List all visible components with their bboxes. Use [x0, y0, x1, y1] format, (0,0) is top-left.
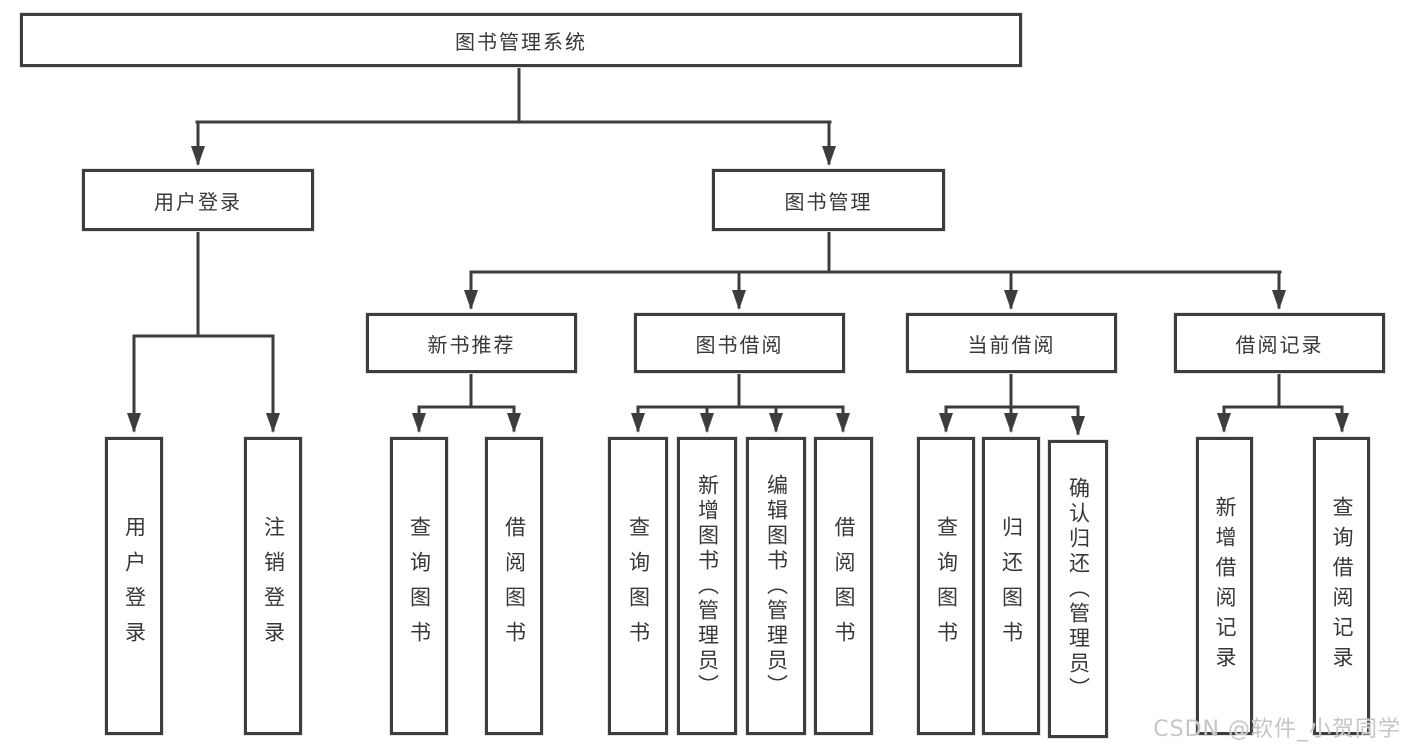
node-leaf-query-borrowing-record: 查询借阅记录 [1313, 437, 1370, 735]
node-leaf-query-books-borrowing: 查询图书 [608, 437, 668, 735]
node-new-book-recommendation: 新书推荐 [366, 313, 577, 373]
csdn-watermark: CSDN @软件_小贺同学 [1153, 717, 1401, 742]
node-borrowing-records: 借阅记录 [1174, 313, 1385, 373]
node-leaf-query-books-recommend: 查询图书 [390, 437, 448, 735]
node-user-login: 用户登录 [82, 169, 314, 231]
node-current-borrowing: 当前借阅 [906, 313, 1117, 373]
node-book-borrowing: 图书借阅 [634, 313, 845, 373]
node-leaf-add-books-admin: 新增图书（管理员） [677, 437, 737, 735]
node-leaf-borrow-books-borrowing: 借阅图书 [814, 437, 873, 735]
node-leaf-return-books: 归还图书 [982, 437, 1040, 735]
node-leaf-confirm-return-admin: 确认归还（管理员） [1048, 440, 1108, 738]
node-book-management: 图书管理 [712, 169, 945, 231]
node-leaf-user-login: 用户登录 [105, 437, 163, 735]
node-leaf-query-books-current: 查询图书 [917, 437, 975, 735]
node-leaf-logout: 注销登录 [244, 437, 302, 735]
node-leaf-add-borrowing-record: 新增借阅记录 [1196, 437, 1253, 735]
node-leaf-borrow-books-recommend: 借阅图书 [485, 437, 543, 735]
node-library-management-system: 图书管理系统 [20, 13, 1022, 67]
connector-group [127, 64, 1349, 436]
node-leaf-edit-books-admin: 编辑图书（管理员） [746, 437, 806, 735]
